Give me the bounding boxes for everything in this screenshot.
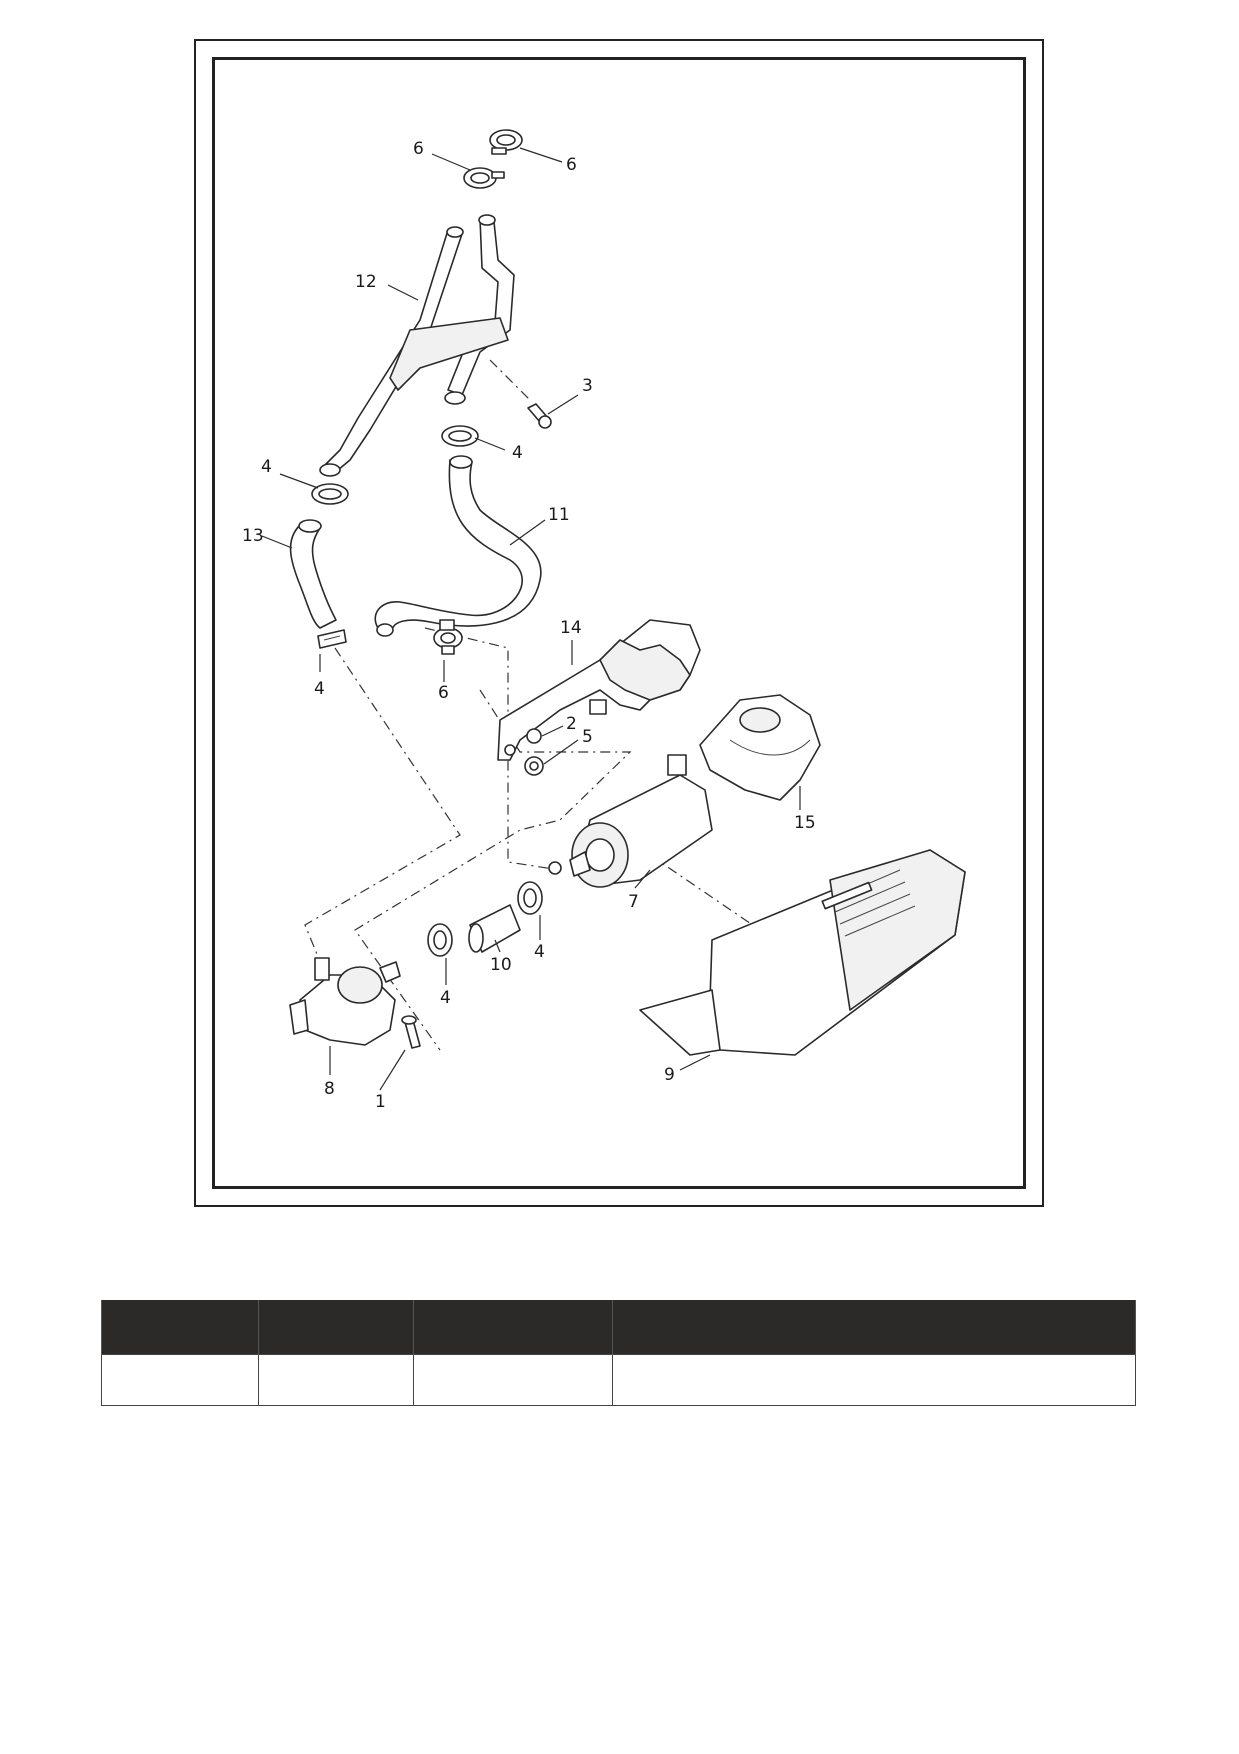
- table-cell: [258, 1354, 414, 1406]
- part-4-clamp-upper-right: [441, 425, 479, 447]
- callout-labels: 6 6 12 3 4 4 11 13 14 4 6 2 5 15 7 4 10 …: [242, 139, 816, 1112]
- parts-list-table: [101, 1300, 1136, 1406]
- part-4-clamp-pump: [517, 881, 543, 915]
- table-cell: [612, 1354, 1136, 1406]
- part-8-water-pump-body: [289, 957, 401, 1046]
- part-14-bracket: [497, 619, 701, 761]
- part-4-clamp-lower: [427, 923, 453, 957]
- callout-12: 12: [355, 272, 377, 292]
- callout-7: 7: [628, 892, 639, 912]
- part-11-hose: [374, 455, 542, 637]
- callout-8: 8: [324, 1079, 335, 1099]
- table-cell: [413, 1354, 613, 1406]
- part-7-pump: [548, 754, 713, 888]
- callout-11: 11: [548, 505, 570, 525]
- part-15-housing: [699, 694, 821, 801]
- part-1-bolt: [401, 1015, 421, 1049]
- diagram-inner-border: [212, 57, 1026, 1189]
- callout-2: 2: [566, 714, 577, 734]
- callout-1: 1: [375, 1092, 386, 1112]
- parts-table-header-cell: [413, 1300, 613, 1355]
- callout-4: 4: [440, 988, 451, 1008]
- part-6-hose-clamps-top: [463, 129, 523, 189]
- callout-15: 15: [794, 813, 816, 833]
- callout-10: 10: [490, 955, 512, 975]
- callout-4: 4: [512, 443, 523, 463]
- callout-6: 6: [438, 683, 449, 703]
- parts-table-header-cell: [612, 1300, 1136, 1355]
- part-12-coolant-pipe: [319, 214, 515, 477]
- part-2-bolt: [526, 728, 542, 744]
- parts-table-header-cell: [101, 1300, 259, 1355]
- diagram-frame: [194, 39, 1044, 1207]
- callout-13: 13: [242, 526, 264, 546]
- part-9-cover: [639, 849, 966, 1056]
- callout-4: 4: [314, 679, 325, 699]
- part-5-washer: [524, 756, 544, 776]
- callout-5: 5: [582, 727, 593, 747]
- part-4-clamp-upper-left: [311, 483, 349, 505]
- table-cell: [101, 1354, 259, 1406]
- part-4-clamp-lower-left: [317, 629, 347, 649]
- part-13-hose: [289, 519, 337, 629]
- callout-leaders: [261, 147, 801, 1091]
- callout-6: 6: [413, 139, 424, 159]
- part-3-bolt: [527, 403, 552, 429]
- parts-table-header-row: [101, 1300, 1136, 1355]
- part-10-hose: [468, 904, 521, 953]
- parts-table-header-cell: [258, 1300, 414, 1355]
- callout-4: 4: [261, 457, 272, 477]
- callout-9: 9: [664, 1065, 675, 1085]
- part-6-clamp-lower: [433, 619, 463, 655]
- table-row: [101, 1354, 1136, 1406]
- callout-14: 14: [560, 618, 582, 638]
- callout-4: 4: [534, 942, 545, 962]
- callout-6: 6: [566, 155, 577, 175]
- callout-3: 3: [582, 376, 593, 396]
